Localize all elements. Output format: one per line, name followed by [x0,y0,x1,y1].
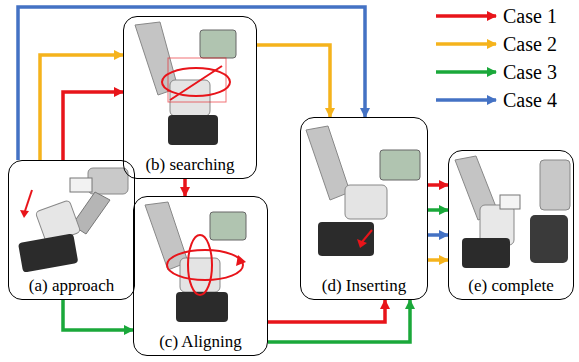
flow-arrow [63,92,123,160]
flow-arrow [18,7,365,160]
flow-arrow [268,300,410,342]
panel-label: (b) searching [142,155,237,175]
searching-illustration [135,22,236,145]
legend-arrow [436,14,496,18]
inserting-panel: (d) Inserting [300,117,428,300]
approach-panel: (a) approach [8,160,135,300]
flow-arrow [183,179,187,196]
aligning-illustration [145,202,246,322]
flow-arrow [268,300,385,322]
flow-arrow [428,258,448,262]
panel-label: (d) Inserting [319,276,410,296]
legend-label: Case 3 [503,61,557,83]
flow-arrow [428,233,448,237]
legend-arrow [436,70,496,74]
panel-label: (c) Aligning [156,332,245,352]
legend-arrow [436,98,496,102]
legend-label: Case 2 [503,33,557,55]
flow-arrow [257,45,330,117]
panel-label: (a) approach [26,276,117,296]
legend-label: Case 1 [503,5,557,27]
flow-arrow [428,208,448,212]
complete-illustration [455,156,570,268]
aligning-panel: (c) Aligning [133,196,268,356]
panel-label: (e) complete [465,276,556,296]
approach-illustration [18,168,128,273]
searching-panel: (b) searching [123,16,257,179]
flow-arrow [40,55,123,160]
legend-label: Case 4 [503,89,557,111]
complete-panel: (e) complete [448,150,574,300]
flow-arrow [63,300,133,330]
inserting-illustration [306,126,420,256]
legend-arrow [436,42,496,46]
flow-arrow [428,183,448,187]
